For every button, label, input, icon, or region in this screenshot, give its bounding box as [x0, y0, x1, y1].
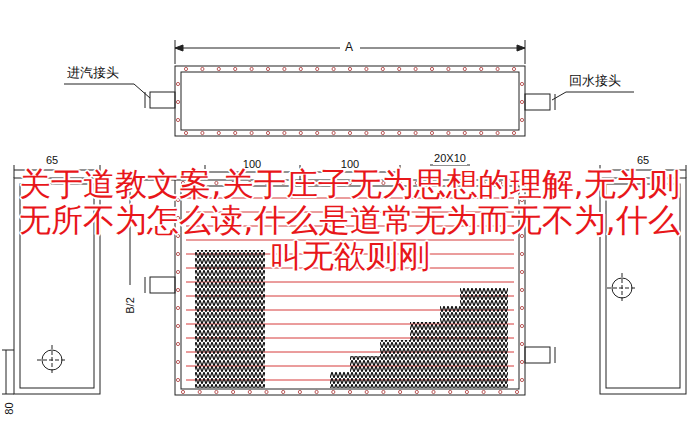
bolt-hole [316, 67, 319, 70]
bolt-hole [201, 131, 204, 134]
bolt-hole [480, 67, 483, 70]
bolt-hole [184, 131, 187, 134]
dimension-label: 20X10 [433, 152, 467, 165]
bolt-hole [348, 131, 351, 134]
bolt-hole [520, 342, 523, 345]
bolt-hole [266, 67, 269, 70]
bolt-hole [201, 67, 204, 70]
callout-label: 进汽接头 [66, 66, 120, 79]
bolt-hole [449, 390, 452, 393]
bolt-hole [250, 131, 253, 134]
bolt-hole [248, 390, 251, 393]
dimension-label: 80 [3, 401, 16, 415]
dimension-label: B/2 [123, 296, 136, 315]
bolt-hole [176, 324, 179, 327]
bolt-hole [332, 131, 335, 134]
bolt-hole [499, 390, 502, 393]
bolt-hole [282, 390, 285, 393]
bolt-hole [520, 360, 523, 363]
bolt-hole [520, 306, 523, 309]
bolt-hole [181, 390, 184, 393]
bolt-hole [399, 390, 402, 393]
callout-label: 回水接头 [568, 74, 622, 87]
bolt-hole [398, 67, 401, 70]
bolt-hole [332, 67, 335, 70]
bolt-hole [217, 131, 220, 134]
bolt-hole [176, 342, 179, 345]
bolt-hole [176, 288, 179, 291]
bolt-hole [198, 390, 201, 393]
bolt-hole [365, 390, 368, 393]
bolt-hole [520, 378, 523, 381]
bolt-hole [520, 324, 523, 327]
bolt-hole [265, 390, 268, 393]
bolt-hole [463, 67, 466, 70]
bolt-hole [520, 100, 523, 103]
bolt-hole [512, 131, 515, 134]
bolt-hole [447, 67, 450, 70]
bolt-hole [283, 67, 286, 70]
bolt-hole [348, 390, 351, 393]
bolt-hole [176, 252, 179, 255]
bolt-hole [496, 131, 499, 134]
bolt-hole [432, 390, 435, 393]
bolt-hole [234, 131, 237, 134]
bolt-hole [398, 131, 401, 134]
bolt-hole [415, 390, 418, 393]
bolt-hole [176, 118, 179, 121]
bolt-hole [184, 67, 187, 70]
bolt-hole [176, 306, 179, 309]
bolt-hole [520, 82, 523, 85]
bolt-hole [414, 131, 417, 134]
bolt-hole [176, 270, 179, 273]
bolt-hole [520, 118, 523, 121]
bolt-hole [332, 390, 335, 393]
bolt-hole [232, 390, 235, 393]
watermark-text: 关于道教文案,关于庄子无为思想的理解,无为则无所不为怎么读,什么是道常无为而无不… [12, 166, 687, 274]
bolt-hole [447, 131, 450, 134]
bolt-hole [250, 67, 253, 70]
bolt-hole [217, 67, 220, 70]
bolt-hole [176, 360, 179, 363]
bolt-hole [176, 82, 179, 85]
bolt-hole [316, 131, 319, 134]
bolt-hole [430, 131, 433, 134]
bolt-hole [365, 67, 368, 70]
bolt-hole [315, 390, 318, 393]
bolt-hole [298, 390, 301, 393]
bolt-hole [365, 131, 368, 134]
bolt-hole [520, 270, 523, 273]
bolt-hole [414, 67, 417, 70]
bolt-hole [381, 131, 384, 134]
bolt-hole [299, 131, 302, 134]
bolt-hole [266, 131, 269, 134]
bolt-hole [176, 100, 179, 103]
bolt-hole [430, 67, 433, 70]
dimension-label: A [344, 41, 354, 54]
bolt-hole [234, 67, 237, 70]
bolt-hole [520, 252, 523, 255]
bolt-hole [299, 67, 302, 70]
bolt-hole [463, 131, 466, 134]
bolt-hole [512, 67, 515, 70]
bolt-hole [176, 378, 179, 381]
bolt-hole [520, 288, 523, 291]
bolt-hole [482, 390, 485, 393]
bolt-hole [480, 131, 483, 134]
bolt-hole [382, 390, 385, 393]
bolt-hole [348, 67, 351, 70]
bolt-hole [515, 390, 518, 393]
bolt-hole [283, 131, 286, 134]
bolt-hole [465, 390, 468, 393]
bolt-hole [381, 67, 384, 70]
bolt-hole [496, 67, 499, 70]
bolt-hole [215, 390, 218, 393]
